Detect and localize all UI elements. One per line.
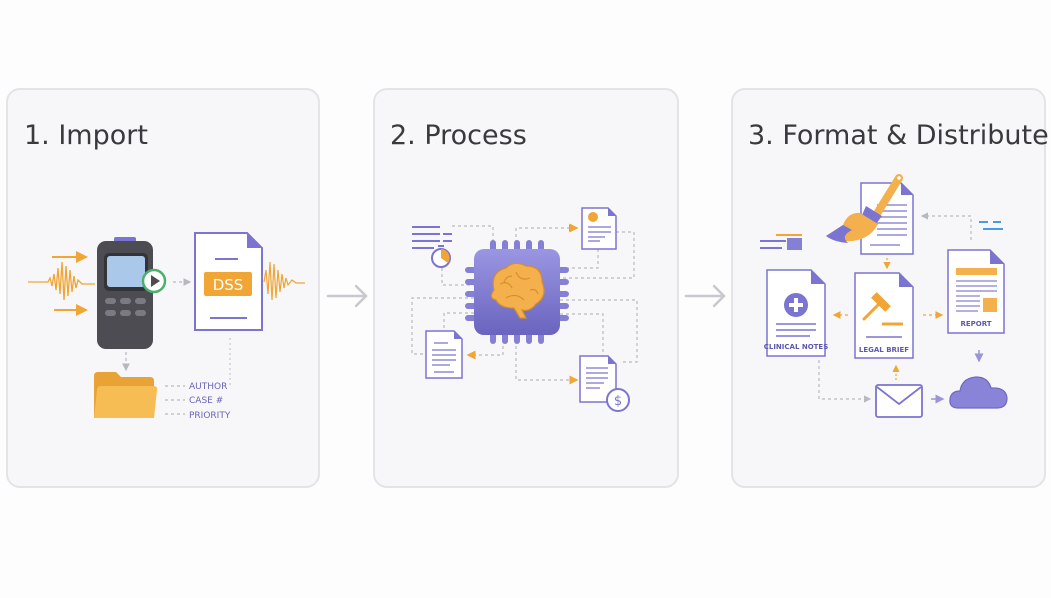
folder-icon xyxy=(94,372,158,418)
brain-icon xyxy=(490,262,545,319)
medical-document-icon xyxy=(581,207,617,250)
legal-brief-label: LEGAL BRIEF xyxy=(859,346,909,354)
play-icon xyxy=(141,268,167,294)
svg-text:$: $ xyxy=(614,394,622,409)
metadata-case: CASE # xyxy=(189,396,223,406)
input-arrow-icon xyxy=(52,251,88,316)
step-title-distribute: 3. Format & Distribute xyxy=(748,120,1049,151)
dss-file-icon: DSS xyxy=(194,232,263,331)
report-label: REPORT xyxy=(960,320,991,328)
metadata-priority: PRIORITY xyxy=(189,411,231,421)
step-title-import: 1. Import xyxy=(24,120,148,151)
legal-brief-document: LEGAL BRIEF xyxy=(854,272,914,359)
step-title-process: 2. Process xyxy=(390,120,527,151)
document-icon xyxy=(425,330,463,379)
cloud-icon xyxy=(949,376,1008,409)
file-format-badge: DSS xyxy=(213,276,244,294)
sound-wave-icon xyxy=(263,261,305,301)
text-lines-icon xyxy=(760,221,1003,250)
sound-wave-icon xyxy=(28,261,95,301)
report-document: REPORT xyxy=(947,249,1005,334)
clinical-notes-label: CLINICAL NOTES xyxy=(764,343,829,351)
voice-recorder-icon xyxy=(97,237,153,349)
paint-brush-icon xyxy=(826,174,903,243)
invoice-document-icon: $ xyxy=(579,355,630,412)
email-icon xyxy=(875,384,923,418)
schedule-list-icon xyxy=(412,226,452,268)
clinical-notes-document: CLINICAL NOTES xyxy=(764,269,829,357)
metadata-author: AUTHOR xyxy=(189,382,227,392)
gavel-icon xyxy=(862,292,903,326)
arrow-right-icon xyxy=(326,284,726,308)
